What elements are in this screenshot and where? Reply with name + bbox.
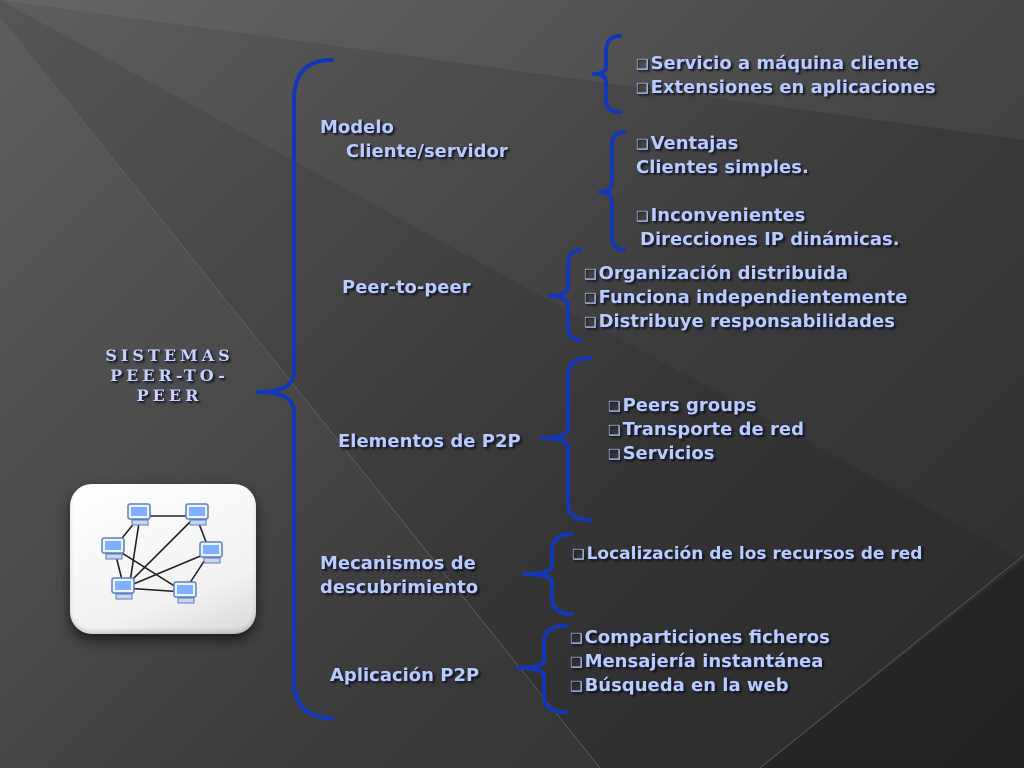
checkbox-bullet-icon: ❑ [636,81,649,97]
branch-label-mecanismos: Mecanismos de [320,553,476,574]
detail-text: Localización de los recursos de red [586,544,923,564]
detail-text: Mensajería instantánea [584,651,824,672]
detail-item: ❑Comparticiones ficheros [570,626,830,651]
detail-item: ❑Servicios [608,442,714,467]
detail-text: Distribuye responsabilidades [598,311,895,332]
checkbox-bullet-icon: ❑ [572,547,585,563]
checkbox-bullet-icon: ❑ [608,423,621,439]
detail-text: Servicios [622,443,715,464]
detail-text: Extensiones en aplicaciones [650,77,936,98]
checkbox-bullet-icon: ❑ [636,57,649,73]
branch-label-peer-to-peer: Peer-to-peer [342,277,471,298]
detail-text: Organización distribuida [598,263,848,284]
detail-text: Comparticiones ficheros [584,627,830,648]
detail-item: ❑Inconvenientes [636,204,805,229]
detail-subtext: Direcciones IP dinámicas. [640,229,900,250]
checkbox-bullet-icon: ❑ [570,679,583,695]
detail-text: Peers groups [622,395,757,416]
branch-label-mecanismos-line2: descubrimiento [320,577,479,598]
branch-label-elementos: Elementos de P2P [338,431,521,452]
detail-item: ❑Distribuye responsabilidades [584,310,895,335]
detail-item: ❑Búsqueda en la web [570,674,789,699]
network-icon [101,503,223,604]
branch-label-aplicacion: Aplicación P2P [330,665,480,686]
checkbox-bullet-icon: ❑ [584,291,597,307]
root-title: SISTEMAS PEER-TO- PEER [82,346,257,406]
root-title-line: PEER-TO- [110,366,229,385]
detail-text: Servicio a máquina cliente [650,53,920,74]
detail-text: Inconvenientes [650,205,806,226]
network-diagram-card [70,484,256,634]
detail-item: ❑Mensajería instantánea [570,650,823,675]
checkbox-bullet-icon: ❑ [608,399,621,415]
checkbox-bullet-icon: ❑ [636,137,649,153]
detail-text: Ventajas [650,133,739,154]
checkbox-bullet-icon: ❑ [570,655,583,671]
detail-item: ❑Extensiones en aplicaciones [636,76,936,101]
computer-icons [101,503,223,604]
detail-item: ❑Localización de los recursos de red [572,542,922,567]
checkbox-bullet-icon: ❑ [608,447,621,463]
root-title-line: SISTEMAS [105,346,234,365]
checkbox-bullet-icon: ❑ [584,267,597,283]
branch-label-modelo-line2: Cliente/servidor [346,141,508,162]
detail-text: Transporte de red [622,419,804,440]
detail-item: ❑Organización distribuida [584,262,848,287]
checkbox-bullet-icon: ❑ [636,209,649,225]
detail-item: ❑Servicio a máquina cliente [636,52,919,77]
detail-subtext: Clientes simples. [636,157,809,178]
detail-text: Búsqueda en la web [584,675,789,696]
detail-item: ❑Transporte de red [608,418,804,443]
detail-item: ❑Funciona independientemente [584,286,908,311]
checkbox-bullet-icon: ❑ [584,315,597,331]
checkbox-bullet-icon: ❑ [570,631,583,647]
detail-item: ❑Ventajas [636,132,738,157]
detail-text: Funciona independientemente [598,287,908,308]
detail-item: ❑Peers groups [608,394,757,419]
branch-label-modelo: Modelo [320,117,394,138]
root-title-line: PEER [136,386,203,405]
